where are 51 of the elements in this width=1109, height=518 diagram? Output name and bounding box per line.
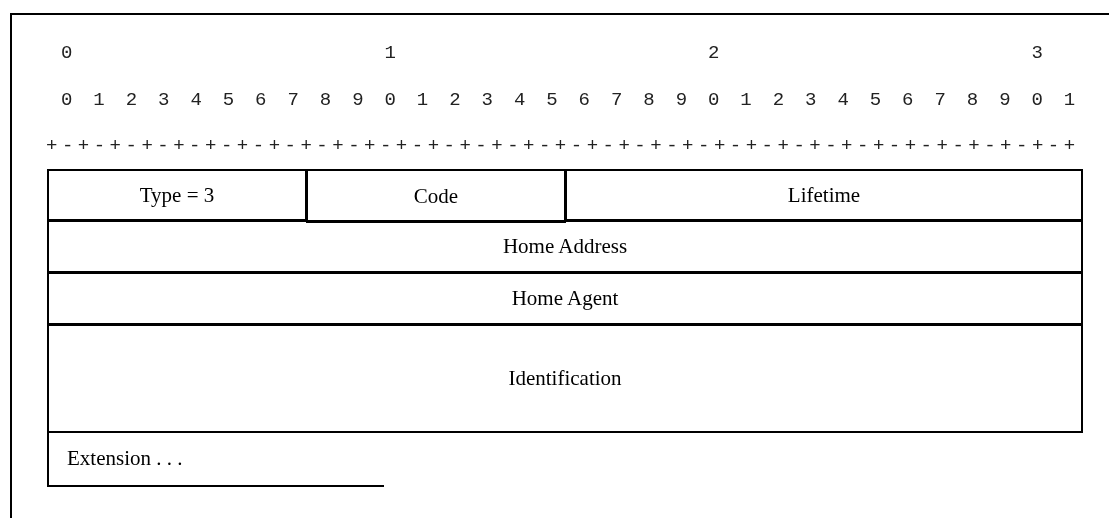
bit-number: 8	[966, 90, 979, 110]
bit-number: 3	[158, 90, 170, 110]
bit-number: 0	[61, 90, 73, 110]
bit-number: 7	[610, 90, 623, 110]
packet-field	[565, 169, 1083, 221]
bit-number: 0	[61, 43, 73, 63]
bit-number: 4	[190, 90, 202, 110]
extension-field	[47, 432, 384, 487]
bit-number: 7	[287, 90, 299, 110]
bit-number: 5	[222, 90, 235, 110]
bit-number: 3	[805, 90, 817, 110]
bit-number: 9	[999, 90, 1011, 110]
bit-number: 2	[772, 90, 785, 110]
bit-number: 1	[93, 90, 105, 110]
field-name: Extension . . .	[67, 446, 183, 471]
packet-field	[47, 324, 1083, 433]
bit-number: 2	[125, 90, 138, 110]
bit-number: 3	[1031, 43, 1043, 63]
bit-number: 4	[837, 90, 849, 110]
packet-field	[47, 272, 1083, 325]
field-name: Home Address	[502, 234, 628, 259]
bit-number: 9	[352, 90, 364, 110]
field-name: Home Agent	[511, 286, 619, 311]
field-name: Type = 3	[139, 182, 215, 208]
bit-number: 0	[1031, 90, 1043, 110]
packet-field	[47, 220, 1083, 273]
bit-number: 8	[643, 90, 655, 110]
field-name: Lifetime	[787, 182, 861, 208]
bit-number: 3	[481, 90, 493, 110]
bit-number: 6	[902, 90, 914, 110]
bit-ruler: +-+-+-+-+-+-+-+-+-+-+-+-+-+-+-+-+-+-+-+-+-+-+-+-+-+-+-+-+-+-+-+-+	[46, 136, 1080, 156]
bit-number: 9	[675, 90, 688, 110]
bit-number: 1	[1063, 90, 1076, 110]
bit-number: 1	[740, 90, 752, 110]
bit-number: 4	[513, 90, 526, 110]
bit-number: 2	[449, 90, 461, 110]
bit-number: 5	[546, 90, 558, 110]
bit-number: 6	[578, 90, 590, 110]
field-name: Identification	[508, 366, 622, 391]
bit-number: 8	[319, 90, 332, 110]
bit-number: 1	[416, 90, 429, 110]
bit-number: 6	[255, 90, 267, 110]
packet-field	[306, 169, 566, 223]
bit-number: 7	[934, 90, 946, 110]
packet-field	[47, 169, 307, 221]
bit-number: 0	[384, 90, 396, 110]
bit-number: 5	[869, 90, 882, 110]
bit-number: 2	[708, 43, 720, 63]
bit-number: 0	[708, 90, 720, 110]
field-name: Code	[413, 183, 459, 209]
bit-number: 1	[384, 43, 396, 63]
